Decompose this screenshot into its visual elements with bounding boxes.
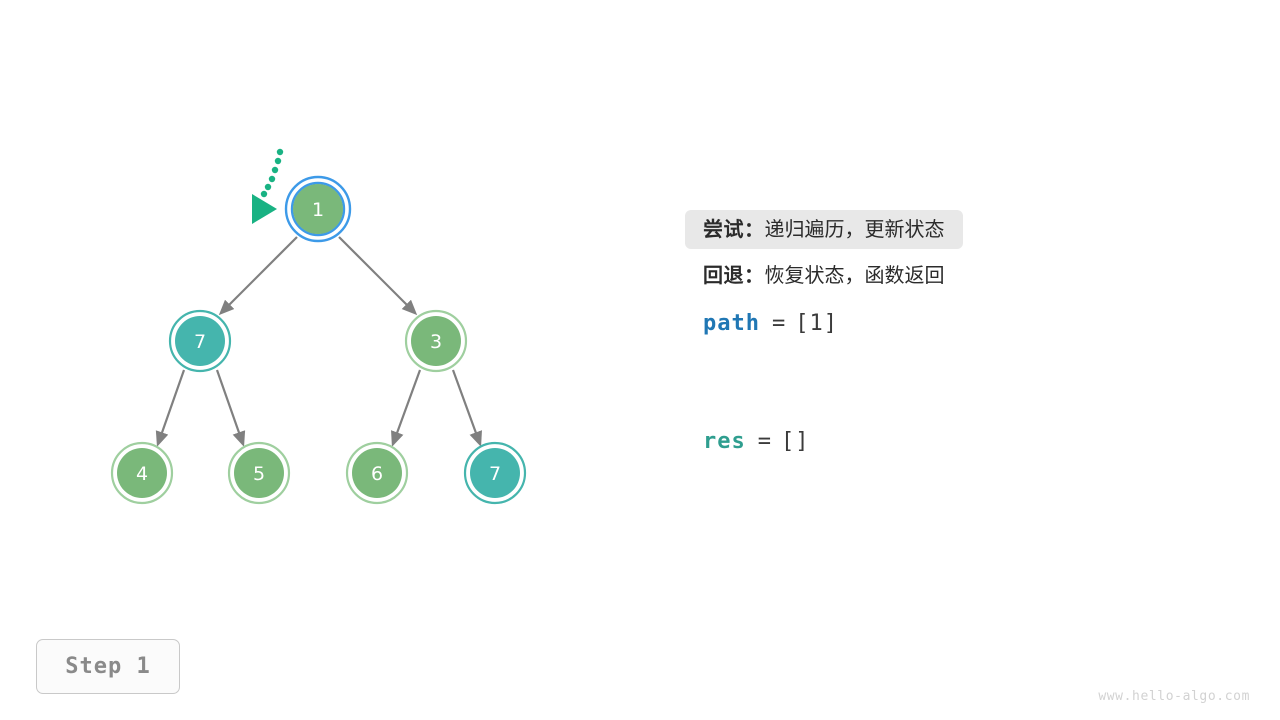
node-outer-ring [227, 441, 291, 505]
node-selection-ring [284, 175, 352, 243]
path-variable-name: path [703, 310, 760, 336]
node-inner-ring [407, 312, 465, 370]
node-inner-ring [113, 444, 171, 502]
path-equals-sign: = [771, 310, 786, 336]
edge-7-4 [155, 369, 186, 447]
tree-node-1[interactable]: 1 [284, 175, 352, 243]
tree-edges [155, 236, 482, 447]
edge-1-3 [338, 236, 418, 316]
path-line: path = [1] [685, 298, 1245, 348]
node-outer-ring [110, 441, 174, 505]
res-variable-name: res [703, 428, 746, 454]
edge-1-7 [218, 236, 298, 316]
node-inner-ring [348, 444, 406, 502]
node-fill [234, 448, 284, 498]
node-outer-ring [404, 309, 468, 373]
node-outer-ring [345, 441, 409, 505]
tree-node-4[interactable]: 4 [110, 441, 174, 505]
watermark-text: www.hello-algo.com [1098, 689, 1250, 704]
recursion-entry-pointer-icon [252, 148, 284, 224]
node-inner-ring [171, 312, 229, 370]
try-line: 尝试：递归遍历，更新状态 [685, 206, 1245, 252]
tree-node-5[interactable]: 5 [227, 441, 291, 505]
node-outer-ring [168, 309, 232, 373]
backtrack-text: 恢复状态，函数返回 [764, 262, 945, 287]
node-inner-ring [466, 444, 524, 502]
tree-node-6[interactable]: 6 [345, 441, 409, 505]
binary-tree-diagram: 1 7 3 4 5 6 7 [110, 148, 527, 505]
res-equals-sign: = [757, 428, 771, 454]
node-fill [293, 184, 343, 234]
node-outer-edge [290, 181, 346, 237]
edge-3-7r [451, 369, 482, 447]
panel-spacer [685, 348, 1245, 416]
watermark: www.hello-algo.com [1098, 689, 1250, 704]
try-keyword: 尝试： [703, 216, 765, 241]
node-fill [117, 448, 167, 498]
node-outer-ring [463, 441, 527, 505]
backtrack-keyword: 回退： [703, 262, 765, 287]
node-fill [352, 448, 402, 498]
edge-3-6 [391, 369, 422, 447]
try-line-highlight: 尝试：递归遍历，更新状态 [685, 209, 963, 249]
node-inner-ring [230, 444, 288, 502]
path-value: [1] [795, 310, 838, 336]
res-line: res = [] [685, 416, 1245, 466]
res-value: [] [781, 428, 810, 454]
tree-node-3[interactable]: 3 [404, 309, 468, 373]
node-fill [411, 316, 461, 366]
step-badge: Step 1 [36, 639, 180, 694]
tree-node-7-right[interactable]: 7 [463, 441, 527, 505]
state-info-panel: 尝试：递归遍历，更新状态 回退：恢复状态，函数返回 path = [1] res… [685, 206, 1245, 466]
edge-7-5 [215, 369, 246, 447]
step-badge-label: Step 1 [65, 654, 151, 679]
try-text: 递归遍历，更新状态 [764, 216, 945, 241]
node-inner-ring [288, 179, 348, 239]
node-fill [470, 448, 520, 498]
node-fill [175, 316, 225, 366]
tree-node-7-left[interactable]: 7 [168, 309, 232, 373]
backtrack-line-body: 回退：恢复状态，函数返回 [685, 256, 963, 295]
backtrack-line: 回退：恢复状态，函数返回 [685, 252, 1245, 298]
